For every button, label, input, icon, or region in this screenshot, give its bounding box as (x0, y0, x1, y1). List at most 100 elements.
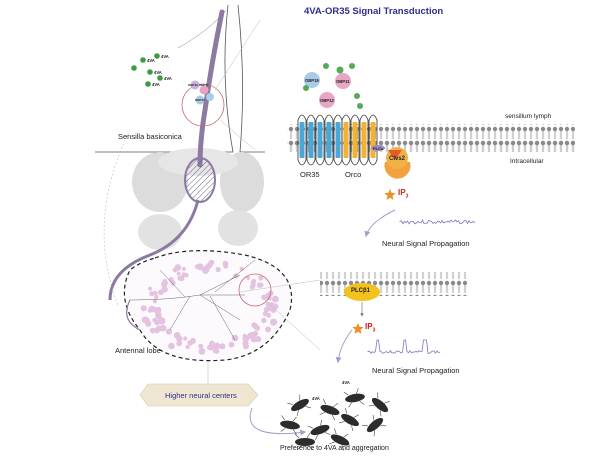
odorant-label: 4VA (342, 380, 350, 385)
cockroach-legs (362, 414, 387, 437)
ip3-text: IP (365, 322, 373, 331)
glomerulus (246, 275, 251, 280)
glomerulus (266, 327, 271, 333)
obp-label: OBP19 (305, 78, 319, 83)
support-cells (132, 148, 264, 250)
propagation-arrow (335, 329, 353, 364)
helix (370, 122, 376, 158)
glomerulus (152, 299, 157, 304)
helix-loop (297, 114, 307, 166)
obp-label: OBP11 (336, 79, 350, 84)
glomerulus (168, 277, 174, 282)
label-antennal-lobe: Antennal lobe (115, 346, 161, 355)
orco-receptor (341, 114, 378, 166)
helix (299, 122, 305, 158)
plcbeta-protein (344, 283, 380, 317)
obp-label: OBP19 (188, 83, 198, 87)
glomerulus (233, 273, 239, 279)
helix (335, 122, 341, 158)
glomerulus (145, 320, 152, 327)
clvs2-label: Clvs2 (389, 156, 406, 162)
or35-receptor (297, 114, 343, 166)
glomerulus (209, 341, 214, 347)
glomerulus (269, 306, 274, 312)
glomerulus (181, 266, 186, 271)
glomerulus (162, 278, 167, 284)
glomerulus (148, 286, 152, 291)
helix-loop (324, 114, 334, 166)
label-preference: Preference to 4VA and aggregation (280, 445, 389, 452)
page-title: 4VA-OR35 Signal Transduction (304, 6, 444, 17)
glomerulus (187, 340, 193, 346)
glomerulus (155, 313, 162, 320)
glomerulus (158, 317, 166, 325)
zoom-guide (219, 119, 256, 151)
glomeruli (140, 259, 279, 355)
lobe-guide (239, 279, 321, 293)
cockroach-legs (343, 388, 365, 408)
glomerulus (217, 344, 222, 349)
cockroach-legs (287, 394, 312, 417)
helix-loop (341, 114, 351, 166)
cockroach (291, 398, 309, 412)
glomerulus (198, 343, 204, 349)
insect-cluster (280, 388, 390, 451)
glomerulus (176, 271, 181, 276)
helix (352, 122, 358, 158)
odorant-label: 4VA (312, 396, 320, 401)
glomerulus (149, 291, 155, 297)
axon-guide (103, 129, 131, 306)
odorant-label: 4VA (161, 54, 169, 59)
obp-label: OBP13 (195, 98, 205, 102)
label-orco: Orco (345, 170, 362, 179)
glomerulus (228, 341, 235, 348)
glomerulus (258, 275, 264, 281)
glomerulus (198, 348, 206, 355)
cockroach (330, 434, 350, 446)
glomerulus (242, 343, 249, 350)
lobe-branches (129, 259, 256, 341)
cockroach-legs (319, 398, 338, 421)
glomerulus (204, 264, 211, 271)
cockroach (280, 420, 300, 430)
cockroach (366, 417, 384, 433)
helix-loop (306, 114, 316, 166)
glomerulus (174, 264, 182, 271)
higher-centers-box (139, 383, 259, 407)
glomerulus (271, 295, 279, 303)
label-or35: OR35 (300, 170, 320, 179)
cockroach (320, 404, 340, 416)
zoom-circle (181, 83, 225, 127)
ip3-text: IP (398, 188, 406, 197)
glomerulus (242, 334, 250, 342)
helix (317, 122, 323, 158)
glomerulus (196, 263, 204, 271)
glomerulus (250, 280, 256, 286)
glomerulus (154, 294, 159, 299)
label-sensilla: Sensilla basiconica (118, 132, 182, 141)
signal-trace (399, 219, 476, 225)
odorant-label: 4VA (164, 76, 172, 81)
obp-cluster (190, 80, 214, 105)
obp-label: OBP11 (199, 83, 209, 87)
glomerulus (149, 327, 156, 334)
glomerulus (214, 348, 220, 354)
cockroach (371, 397, 389, 413)
glomerulus (155, 325, 163, 332)
cockroach-legs (307, 419, 331, 441)
glomerulus (177, 275, 183, 281)
odorant-label: 4VA (154, 70, 162, 75)
ip3-label: IP3 (398, 188, 408, 200)
helix-loop (359, 114, 369, 166)
helix (343, 122, 349, 158)
cockroach-legs (368, 392, 390, 417)
glomerulus (208, 259, 215, 266)
ip3-subscript: 3 (372, 327, 376, 334)
cockroach-legs (280, 415, 297, 435)
glomerulus (261, 294, 267, 300)
cockroach-legs (329, 428, 349, 451)
glomerulus (261, 317, 267, 324)
glomerulus (270, 318, 278, 326)
glomerulus (254, 325, 261, 331)
